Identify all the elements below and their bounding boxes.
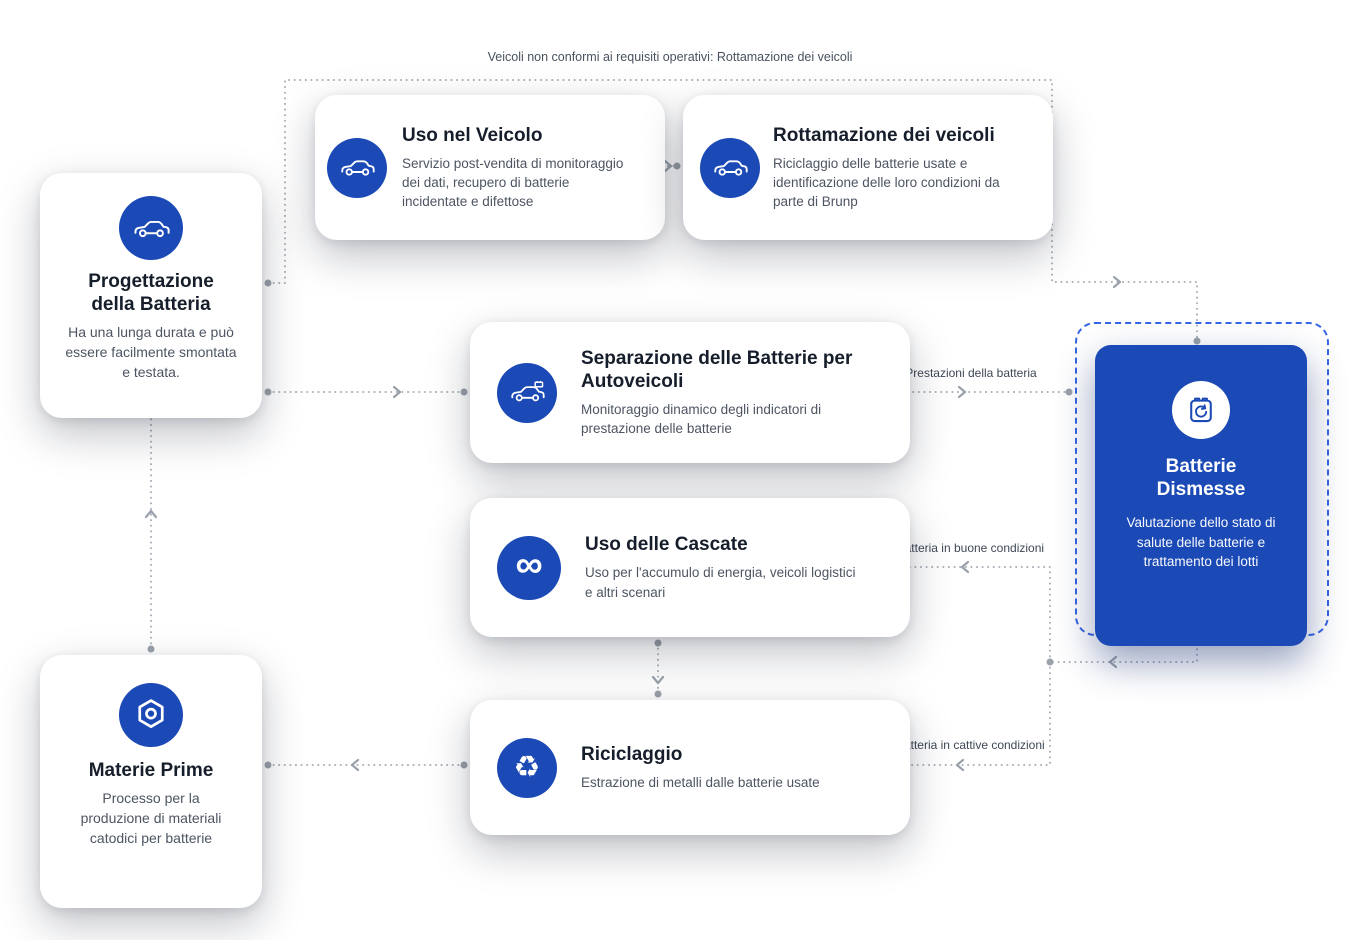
node-title: Riciclaggio [581, 743, 683, 765]
node-title: Batterie Dismesse [1156, 456, 1246, 501]
node-batterie-dismesse: Batterie Dismesse Valutazione dello stat… [1095, 345, 1307, 646]
node-title: Uso delle Cascate [585, 534, 748, 556]
car-icon [700, 137, 760, 198]
node-description: Monitoraggio dinamico degli indicatori d… [581, 402, 822, 437]
edge-label-battery-performance: Prestazioni della batteria [905, 366, 1037, 380]
node-description: Riciclaggio delle batterie usate e ident… [773, 155, 1000, 210]
node-description: Estrazione di metalli dalle batterie usa… [581, 775, 820, 790]
node-title: Uso nel Veicolo [402, 124, 543, 146]
node-rottamazione-veicoli: Rottamazione dei veicoli Riciclaggio del… [683, 95, 1053, 240]
edge-label-nonconforming-vehicles: Veicoli non conformi ai requisiti operat… [487, 50, 853, 64]
node-title: Separazione delle Batterie per Autoveico… [581, 347, 853, 392]
car-icon [327, 137, 387, 198]
node-progettazione-batteria: Progettazione della Batteria Ha una lung… [40, 173, 262, 418]
node-title: Materie Prime [88, 760, 214, 781]
infinity-icon: ∞ [497, 535, 561, 600]
car-icon [119, 196, 183, 260]
node-description: Valutazione dello stato di salute delle … [1126, 515, 1276, 569]
node-uso-cascate: ∞ Uso delle Cascate Uso per l'accumulo d… [470, 498, 910, 637]
node-description: Servizio post-vendita di monitoraggio de… [402, 155, 624, 210]
node-separazione-batterie: Separazione delle Batterie per Autoveico… [470, 322, 910, 463]
connector-arrowheads [144, 159, 1122, 772]
node-materie-prime: Materie Prime Processo per la produzione… [40, 655, 262, 908]
car-battery-icon [497, 362, 557, 423]
node-description: Processo per la produzione di materiali … [80, 790, 222, 846]
recycle-icon: ♻ [497, 737, 557, 798]
node-uso-nel-veicolo: Uso nel Veicolo Servizio post-vendita di… [315, 95, 665, 240]
hexagon-nut-icon [119, 683, 183, 747]
connector-endpoint-dots [147, 162, 1201, 769]
node-description: Uso per l'accumulo di energia, veicoli l… [585, 565, 856, 600]
node-title: Progettazione della Batteria [88, 271, 214, 316]
battery-recycle-icon [1172, 381, 1230, 439]
node-description: Ha una lunga durata e può essere facilme… [65, 324, 237, 381]
edge-label-bad-condition: batteria in cattive condizioni [897, 738, 1045, 752]
edge-label-good-condition: batteria in buone condizioni [897, 541, 1045, 555]
node-title: Rottamazione dei veicoli [773, 124, 995, 146]
node-riciclaggio: ♻ Riciclaggio Estrazione di metalli dall… [470, 700, 910, 835]
